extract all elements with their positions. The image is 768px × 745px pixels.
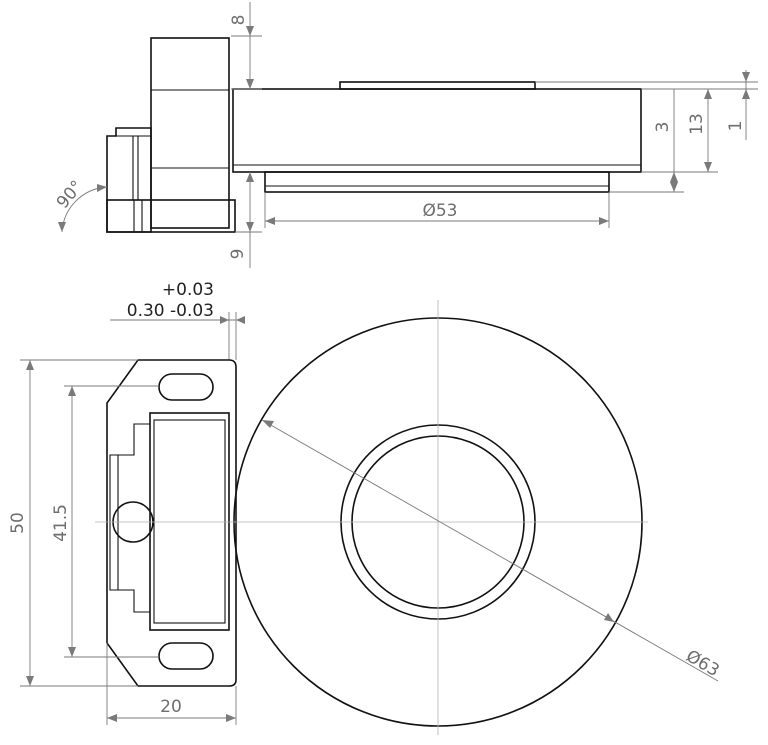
bracket-lower-step bbox=[106, 127, 152, 233]
dim-50: 50 bbox=[8, 512, 28, 534]
dim-9: 9 bbox=[228, 249, 248, 260]
dim-13: 13 bbox=[687, 113, 707, 135]
disk-body bbox=[232, 88, 642, 173]
dim-diameter-63: Ø63 bbox=[682, 646, 722, 681]
dim-20: 20 bbox=[160, 697, 182, 717]
slot-bottom bbox=[158, 642, 214, 670]
dim-8: 8 bbox=[229, 15, 249, 26]
disk-bottom-hub bbox=[264, 171, 610, 193]
dim-41-5: 41.5 bbox=[51, 504, 71, 542]
tolerance: +0.03 0.30 -0.03 bbox=[110, 280, 245, 360]
front-view: Ø63 50 41.5 20 bbox=[8, 300, 723, 735]
dim-angle-90: 90° bbox=[53, 177, 88, 213]
dim-3: 3 bbox=[653, 122, 673, 133]
tol-main: 0.30 -0.03 bbox=[127, 301, 214, 321]
slot-top bbox=[158, 373, 214, 401]
side-view: 8 9 1 13 3 Ø53 bbox=[53, 2, 758, 268]
bracket-outline bbox=[106, 359, 237, 687]
bracket-inner-plate bbox=[149, 412, 230, 631]
tol-upper: +0.03 bbox=[162, 280, 214, 300]
dim-1: 1 bbox=[726, 121, 746, 132]
base-plate bbox=[106, 199, 236, 233]
disk-top-rim bbox=[339, 81, 536, 90]
dim-diameter-53: Ø53 bbox=[422, 201, 457, 221]
